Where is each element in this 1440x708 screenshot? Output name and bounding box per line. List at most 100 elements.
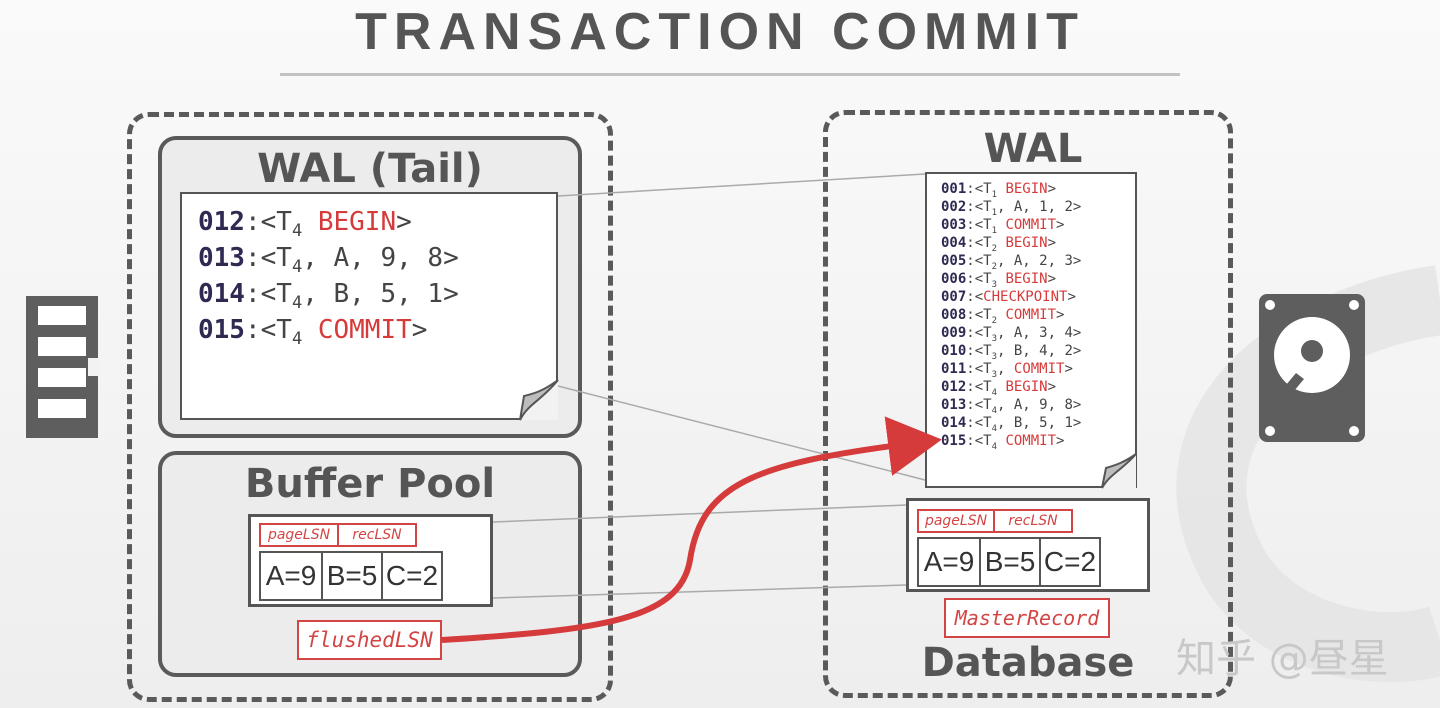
log-lsn: 015 bbox=[941, 433, 967, 449]
page-title: TRANSACTION COMMIT bbox=[355, 3, 1085, 61]
log-keyword: COMMIT bbox=[1005, 433, 1057, 449]
log-lsn: 004 bbox=[941, 235, 967, 251]
txn-name: T bbox=[983, 271, 992, 287]
page-lsn-label: pageLSN bbox=[267, 527, 331, 543]
cell-c: C=2 bbox=[1039, 539, 1099, 585]
txn-id: 2 bbox=[991, 262, 998, 272]
log-lsn: 015 bbox=[198, 315, 245, 345]
log-lsn: 012 bbox=[941, 379, 967, 395]
flushed-lsn-label: flushedLSN bbox=[297, 620, 442, 660]
log-record: 012:<T4 BEGIN> bbox=[941, 379, 1057, 398]
txn-id: 3 bbox=[991, 280, 998, 290]
log-lsn: 009 bbox=[941, 325, 967, 341]
txn-id: 4 bbox=[991, 424, 998, 434]
ram-icon bbox=[26, 296, 100, 438]
txn-id: 4 bbox=[291, 329, 303, 349]
log-record: 015:<T4 COMMIT> bbox=[198, 315, 428, 349]
log-record: 001:<T1 BEGIN> bbox=[941, 181, 1057, 200]
buffer-page-lsn-tags: pageLSN recLSN bbox=[259, 523, 417, 547]
wal-tail-title: WAL (Tail) bbox=[257, 146, 483, 192]
watermark: 知乎 @昼星 bbox=[1176, 636, 1389, 682]
cell-c: C=2 bbox=[381, 553, 441, 599]
txn-name: T bbox=[983, 235, 992, 251]
txn-name: T bbox=[276, 243, 292, 273]
log-keyword: BEGIN bbox=[317, 207, 397, 237]
log-payload: , bbox=[997, 361, 1006, 377]
txn-id: 4 bbox=[991, 388, 998, 398]
log-record: 013:<T4, A, 9, 8> bbox=[198, 243, 459, 277]
page-curl bbox=[519, 379, 559, 421]
rec-lsn-label: recLSN bbox=[993, 511, 1071, 531]
cell-b: B=5 bbox=[979, 539, 1039, 585]
txn-id: 1 bbox=[991, 190, 998, 200]
log-lsn: 010 bbox=[941, 343, 967, 359]
log-lsn: 012 bbox=[198, 207, 245, 237]
txn-id: 4 bbox=[991, 442, 998, 452]
disk-wal-lines: 001:<T1 BEGIN>002:<T1, A, 1, 2>003:<T1 C… bbox=[941, 180, 1082, 452]
txn-id: 2 bbox=[991, 316, 998, 326]
log-record: 015:<T4 COMMIT> bbox=[941, 433, 1065, 452]
txn-name: T bbox=[983, 253, 992, 269]
txn-id: 1 bbox=[991, 226, 998, 236]
log-keyword: COMMIT bbox=[1013, 361, 1065, 377]
txn-name: T bbox=[276, 279, 292, 309]
txn-id: 4 bbox=[991, 406, 998, 416]
log-payload: , A, 9, 8 bbox=[302, 243, 444, 273]
log-record: 012:<T4 BEGIN> bbox=[198, 207, 412, 241]
hard-drive-icon bbox=[1259, 294, 1365, 442]
log-keyword: BEGIN bbox=[1005, 271, 1048, 287]
log-lsn: 003 bbox=[941, 217, 967, 233]
log-lsn: 013 bbox=[198, 243, 245, 273]
txn-name: T bbox=[983, 361, 992, 377]
txn-id: 2 bbox=[991, 244, 998, 254]
log-lsn: 002 bbox=[941, 199, 967, 215]
cell-a: A=9 bbox=[923, 546, 975, 577]
log-keyword: COMMIT bbox=[1005, 307, 1057, 323]
log-lsn: 013 bbox=[941, 397, 967, 413]
txn-name: T bbox=[983, 379, 992, 395]
txn-name: T bbox=[983, 397, 992, 413]
buffer-page-cells: A=9 B=5 C=2 bbox=[259, 551, 443, 601]
title-divider bbox=[280, 73, 1180, 76]
disk-page: pageLSN recLSN A=9 B=5 C=2 bbox=[906, 498, 1150, 592]
txn-id: 3 bbox=[991, 352, 998, 362]
page-curl bbox=[1101, 453, 1137, 489]
txn-id: 3 bbox=[991, 370, 998, 380]
log-payload: , A, 3, 4 bbox=[997, 325, 1073, 341]
txn-id: 1 bbox=[991, 208, 998, 218]
log-keyword: COMMIT bbox=[317, 315, 412, 345]
txn-name: T bbox=[276, 315, 292, 345]
log-keyword: CHECKPOINT bbox=[983, 289, 1068, 305]
txn-id: 4 bbox=[291, 293, 303, 313]
txn-id: 3 bbox=[991, 334, 998, 344]
log-record: 004:<T2 BEGIN> bbox=[941, 235, 1057, 254]
rec-lsn-label: recLSN bbox=[337, 525, 415, 545]
log-payload: , B, 5, 1 bbox=[302, 279, 444, 309]
log-lsn: 005 bbox=[941, 253, 967, 269]
buffer-pool-title: Buffer Pool bbox=[244, 461, 496, 507]
cell-a: A=9 bbox=[265, 560, 317, 591]
txn-name: T bbox=[983, 343, 992, 359]
wal-tail-log: 012:<T4 BEGIN>013:<T4, A, 9, 8>014:<T4, … bbox=[180, 192, 558, 420]
log-record: 008:<T2 COMMIT> bbox=[941, 307, 1065, 326]
wal-tail-lines: 012:<T4 BEGIN>013:<T4, A, 9, 8>014:<T4, … bbox=[198, 204, 459, 348]
log-record: 009:<T3, A, 3, 4> bbox=[941, 325, 1082, 344]
log-record: 002:<T1, A, 1, 2> bbox=[941, 199, 1082, 218]
log-lsn: 001 bbox=[941, 181, 967, 197]
log-record: 005:<T2, A, 2, 3> bbox=[941, 253, 1082, 272]
log-record: 014:<T4, B, 5, 1> bbox=[941, 415, 1082, 434]
txn-name: T bbox=[983, 199, 992, 215]
log-lsn: 011 bbox=[941, 361, 967, 377]
log-payload: , B, 4, 2 bbox=[997, 343, 1073, 359]
disk-page-cells: A=9 B=5 C=2 bbox=[917, 537, 1101, 587]
log-lsn: 014 bbox=[941, 415, 967, 431]
master-record-label: MasterRecord bbox=[944, 598, 1110, 638]
txn-id: 4 bbox=[291, 221, 303, 241]
log-payload: , A, 9, 8 bbox=[997, 397, 1073, 413]
log-record: 013:<T4, A, 9, 8> bbox=[941, 397, 1082, 416]
log-keyword: COMMIT bbox=[1005, 217, 1057, 233]
disk-wal-log: 001:<T1 BEGIN>002:<T1, A, 1, 2>003:<T1 C… bbox=[925, 172, 1137, 488]
txn-name: T bbox=[983, 307, 992, 323]
log-keyword: BEGIN bbox=[1005, 181, 1048, 197]
log-payload: , B, 5, 1 bbox=[997, 415, 1073, 431]
